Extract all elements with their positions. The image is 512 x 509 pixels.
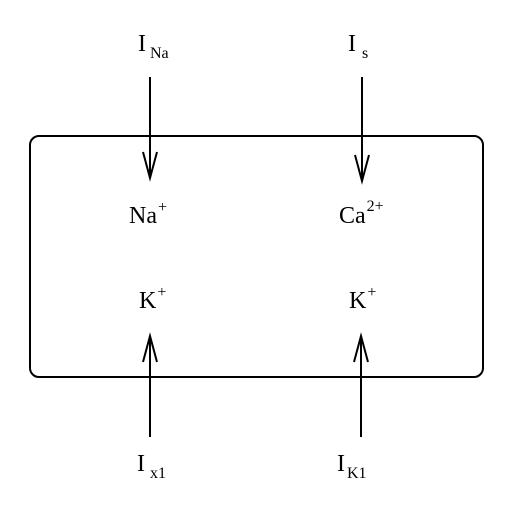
ion-potassium-left: K+ <box>139 284 166 314</box>
ion-calcium: Ca2+ <box>339 198 384 229</box>
arrow-i-x1 <box>142 332 158 437</box>
cell-boundary <box>29 135 484 378</box>
arrow-i-k1 <box>353 332 369 437</box>
arrow-i-na <box>142 77 158 182</box>
ion-potassium-right: K+ <box>349 284 376 314</box>
ion-sodium: Na+ <box>129 199 167 229</box>
arrow-i-s <box>354 77 370 185</box>
